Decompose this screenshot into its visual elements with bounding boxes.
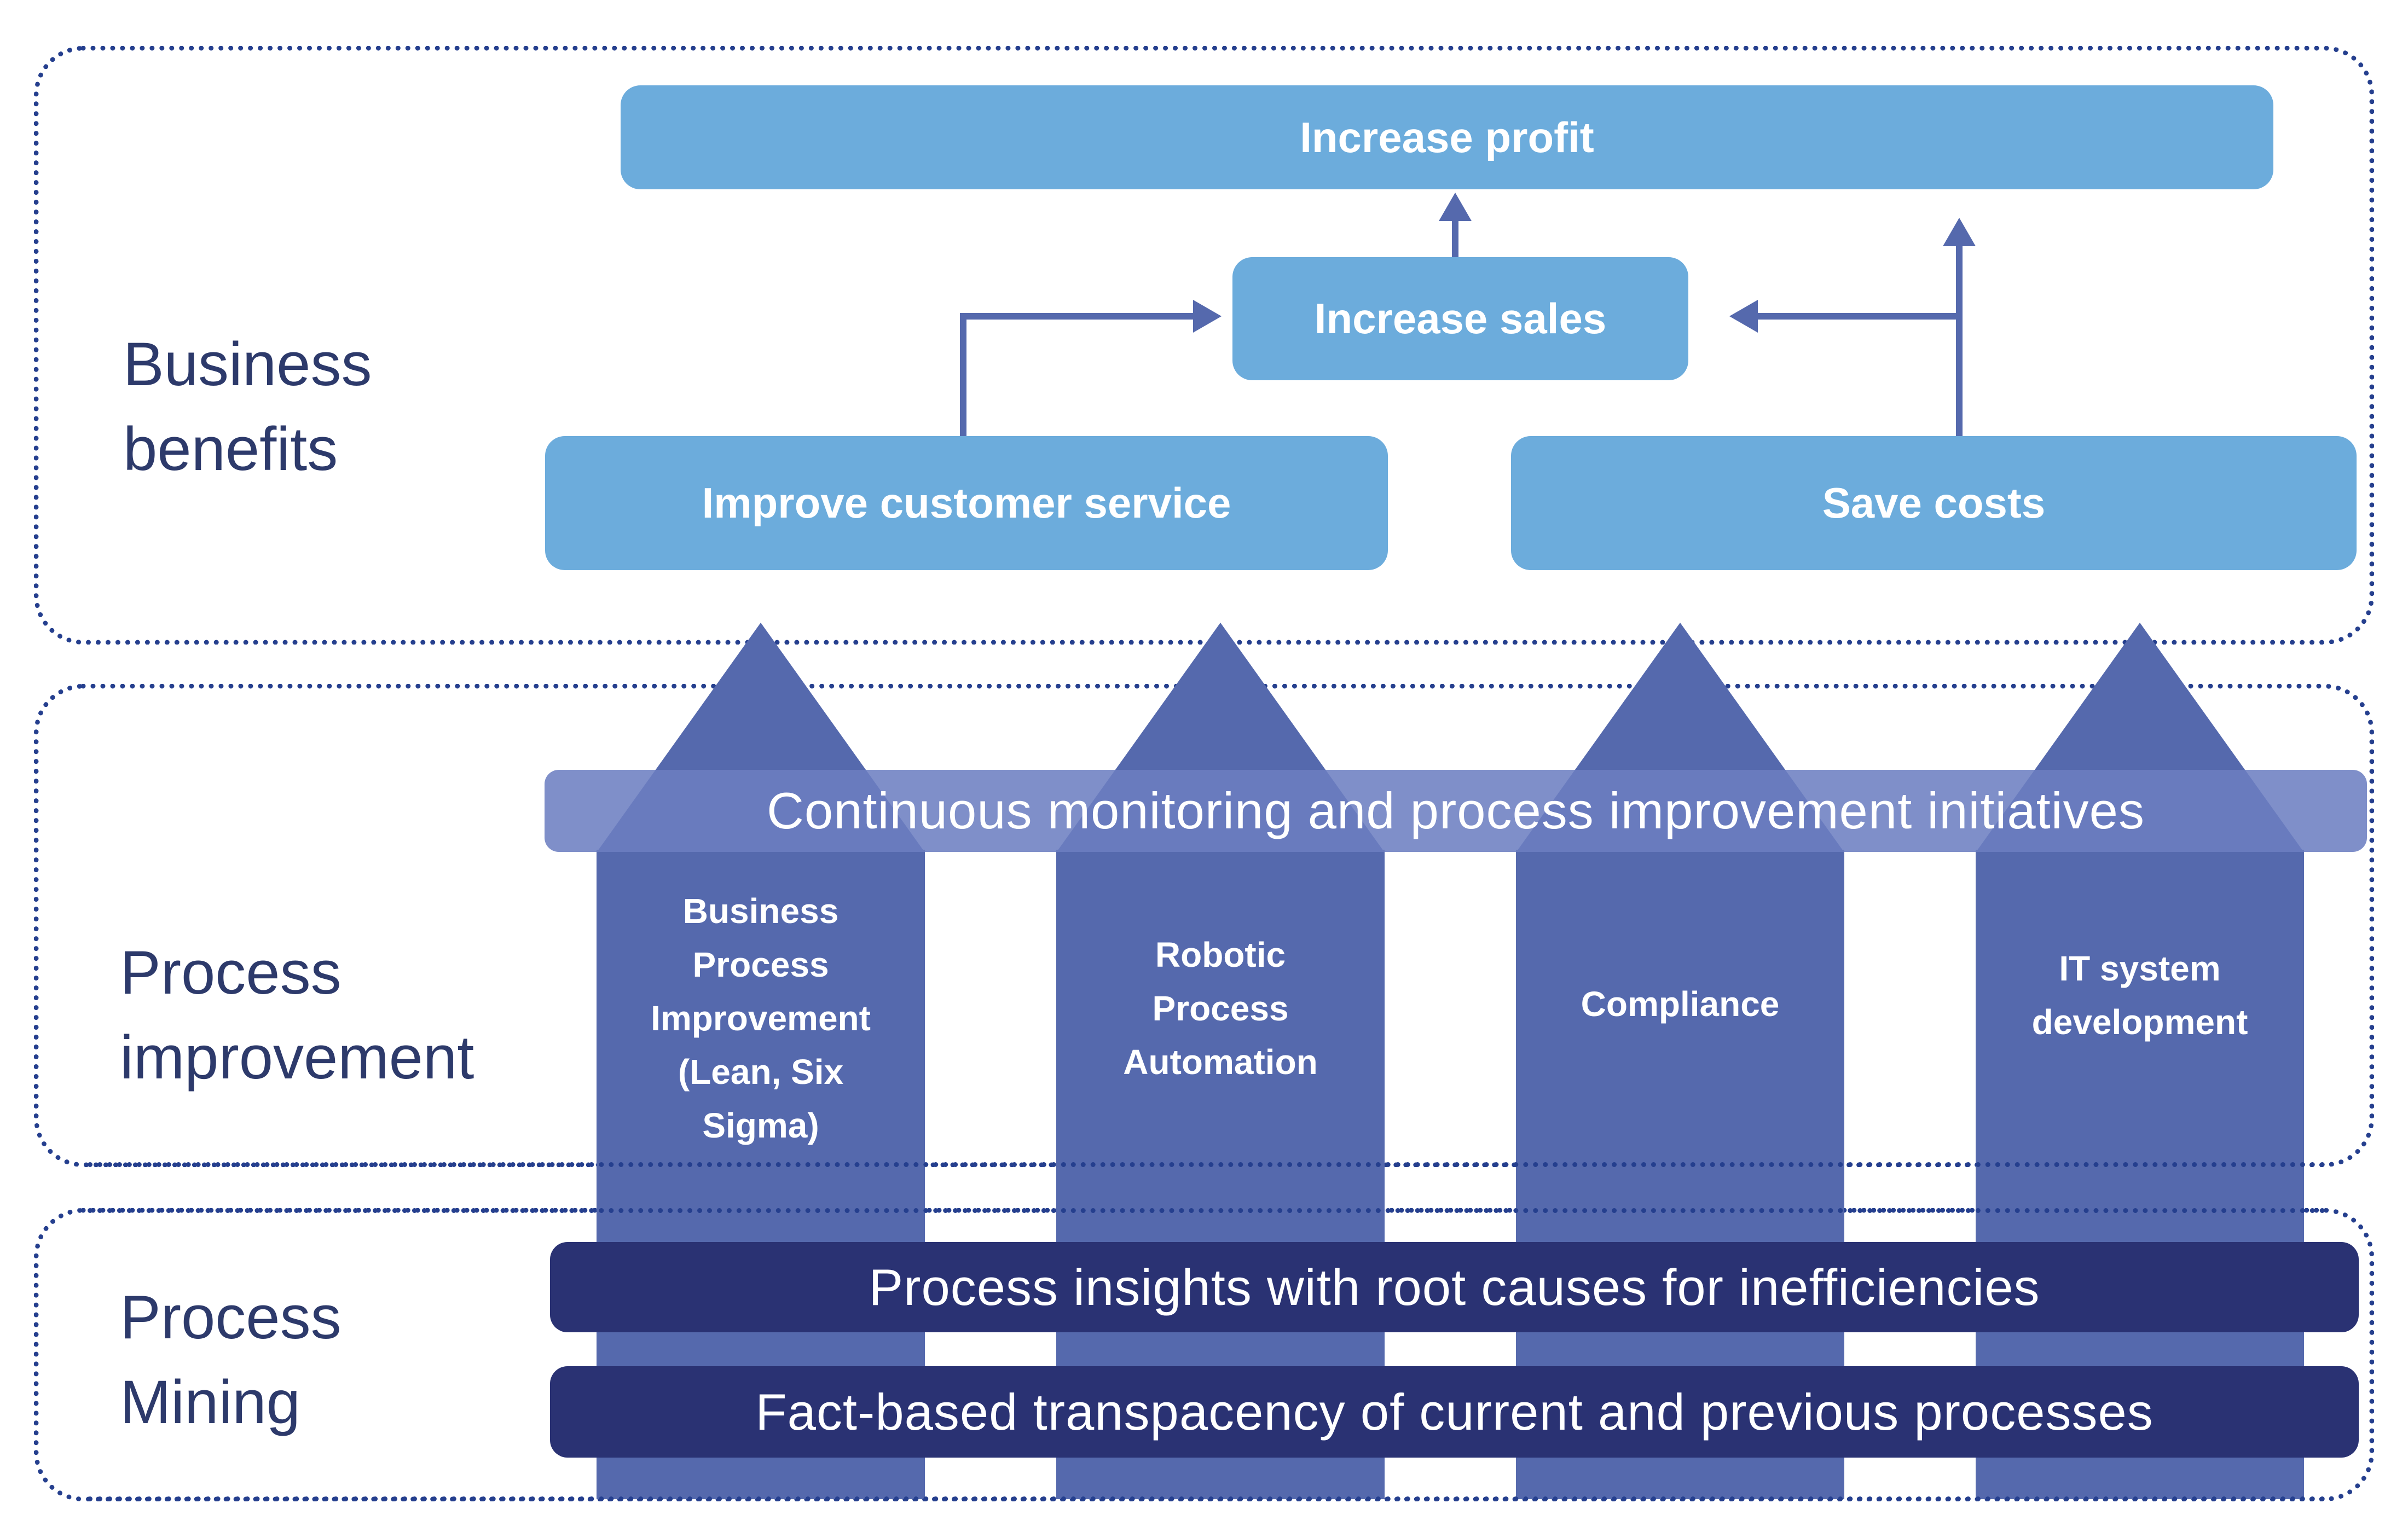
arrow-up-icon — [1943, 218, 1976, 246]
arrow-ics-to-sales-vline — [960, 316, 966, 436]
arrow-save-to-profit-vline — [1956, 244, 1963, 436]
box-increase-profit: Increase profit — [621, 85, 2273, 189]
section-label-business-benefits: Business benefits — [123, 330, 372, 483]
box-improve-customer-service-label: Improve customer service — [702, 479, 1231, 527]
arrow-left-icon — [1729, 300, 1758, 333]
continuous-monitoring-band: Continuous monitoring and process improv… — [545, 770, 2367, 852]
mining-bar-insights: Process insights with root causes for in… — [550, 1242, 2359, 1332]
column-label-rpa: Robotic Process Automation — [1123, 935, 1318, 1082]
section-divider-dots — [88, 1208, 2326, 1213]
continuous-monitoring-label: Continuous monitoring and process improv… — [767, 782, 2145, 839]
arrow-right-icon — [1193, 300, 1222, 333]
box-increase-profit-label: Increase profit — [1300, 113, 1594, 161]
arrow-ics-to-sales-hline — [960, 313, 1193, 320]
column-label-it-system: IT system development — [2031, 949, 2248, 1042]
arrow-sales-to-profit-line — [1452, 218, 1458, 257]
section-business-benefits — [34, 46, 2374, 645]
mining-bar-insights-label: Process insights with root causes for in… — [869, 1258, 2040, 1316]
mining-bar-transparency: Fact-based transpacency of current and p… — [550, 1366, 2359, 1458]
box-save-costs: Save costs — [1511, 436, 2357, 570]
box-increase-sales: Increase sales — [1232, 257, 1688, 380]
section-label-process-mining: Process Mining — [120, 1283, 341, 1436]
box-improve-customer-service: Improve customer service — [545, 436, 1388, 570]
section-divider-dots — [88, 1496, 2326, 1501]
mining-bar-transparency-label: Fact-based transpacency of current and p… — [755, 1383, 2154, 1441]
section-label-process-improvement: Process improvement — [120, 938, 474, 1092]
arrow-up-icon — [1439, 193, 1472, 221]
section-divider-dots — [88, 1162, 2326, 1167]
column-label-compliance: Compliance — [1581, 984, 1780, 1024]
column-label-bpi: Business Process Improvement (Lean, Six … — [651, 891, 871, 1145]
box-save-costs-label: Save costs — [1822, 479, 2046, 527]
box-increase-sales-label: Increase sales — [1314, 294, 1607, 343]
arrow-save-to-sales-hline — [1758, 313, 1959, 320]
